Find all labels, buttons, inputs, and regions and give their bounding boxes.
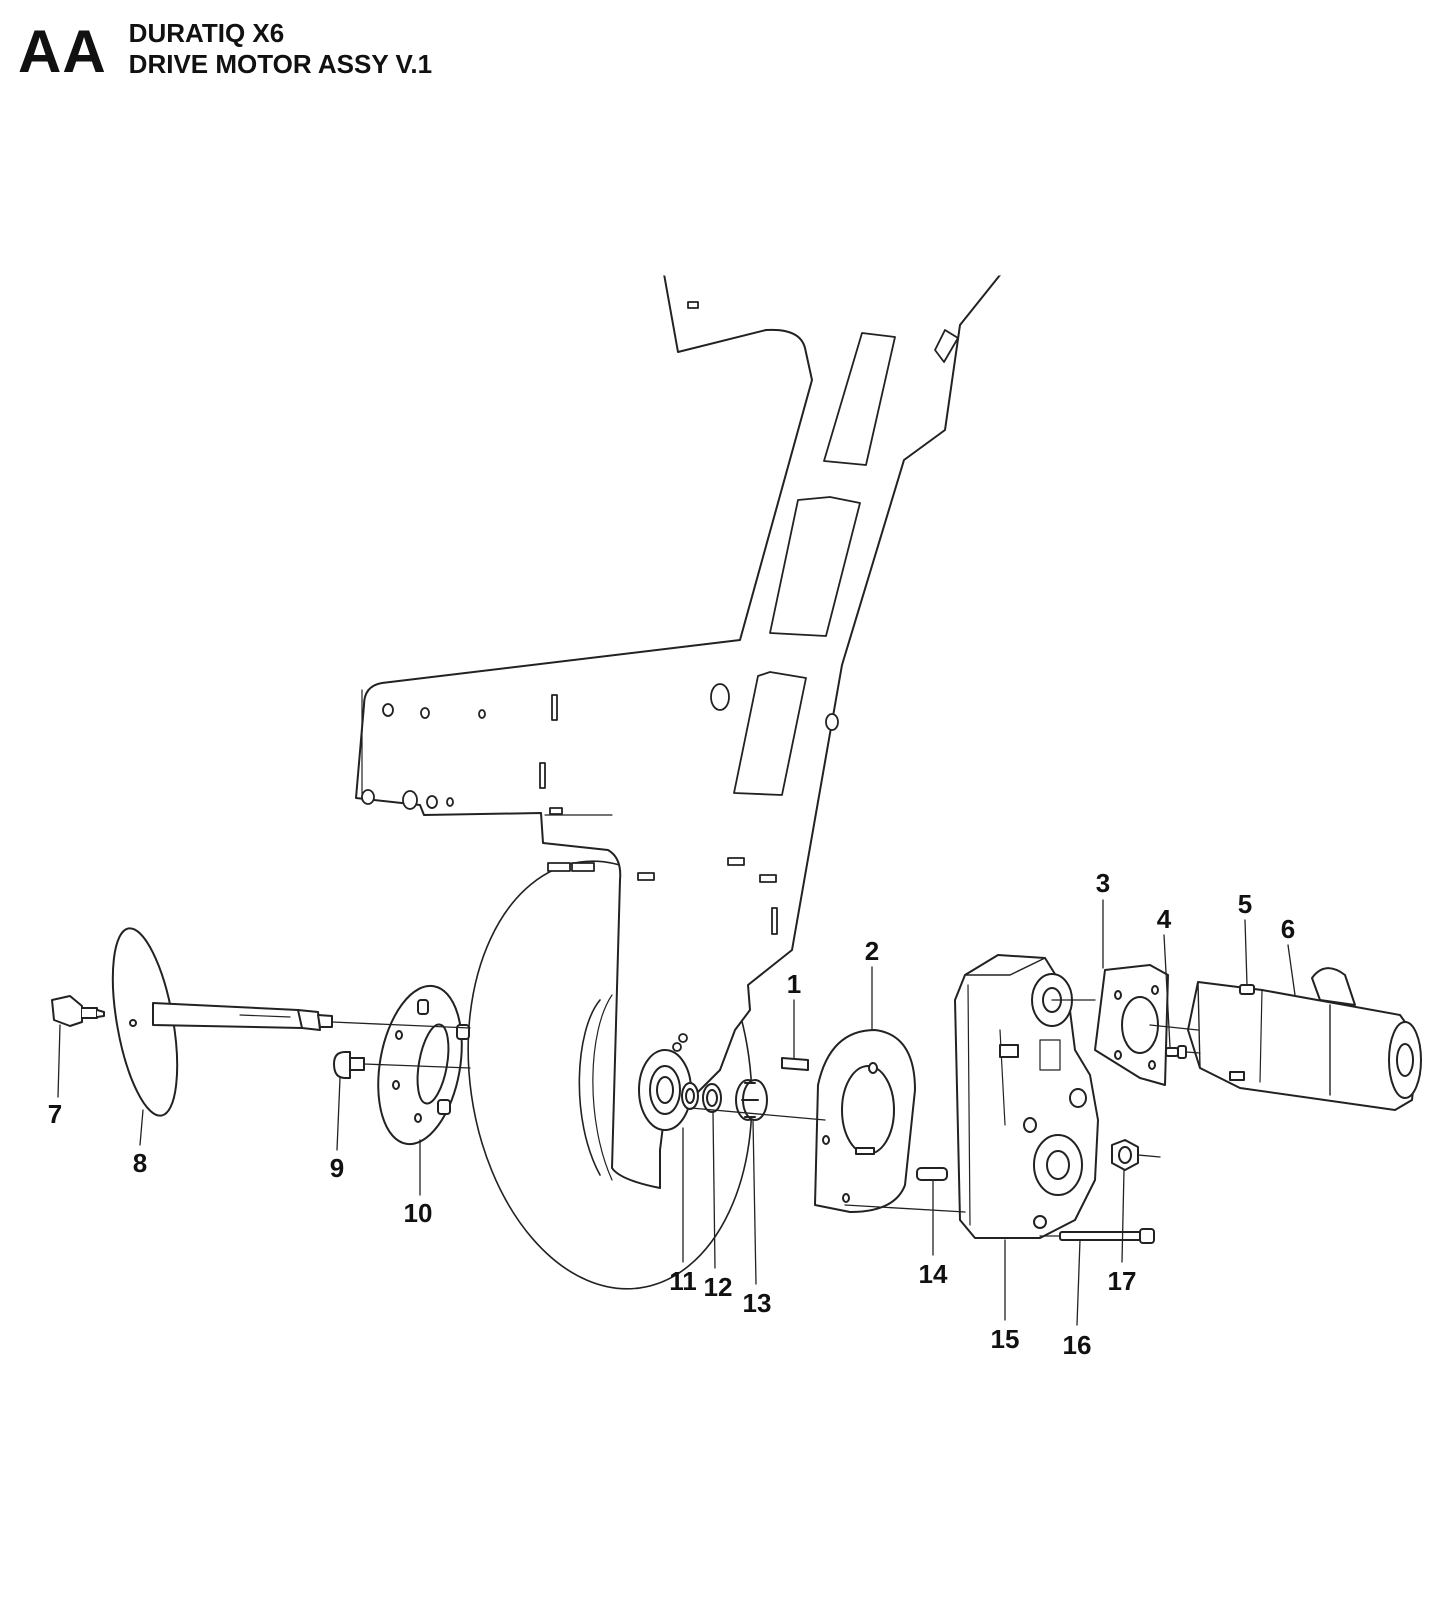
part-13-castle-nut <box>735 1079 768 1121</box>
assembly-name: DRIVE MOTOR ASSY V.1 <box>128 49 433 79</box>
callout-4: 4 <box>1157 904 1172 934</box>
callout-16: 16 <box>1063 1330 1092 1360</box>
diagram-header: AA DURATIQ X6 DRIVE MOTOR ASSY V.1 <box>18 14 432 84</box>
part-7-bolt <box>51 995 105 1027</box>
part-15-gearbox <box>954 954 1099 1239</box>
part-11-bearing <box>638 1049 692 1131</box>
part-17-nut <box>1111 1139 1139 1171</box>
part-14-dowel-pin <box>916 1167 948 1181</box>
callout-11: 11 <box>669 1266 697 1296</box>
leader-lines <box>57 899 1296 1326</box>
part-9-stud-bolt <box>333 1051 365 1079</box>
callout-7: 7 <box>48 1099 62 1129</box>
callout-5: 5 <box>1238 889 1252 919</box>
callout-9: 9 <box>330 1153 344 1183</box>
diagram-titles: DURATIQ X6 DRIVE MOTOR ASSY V.1 <box>129 18 432 80</box>
part-8-axle-shaft <box>111 927 333 1117</box>
callout-14: 14 <box>919 1259 948 1289</box>
assembly-centerlines <box>331 999 1201 1237</box>
callout-17: 17 <box>1108 1266 1137 1296</box>
callout-8: 8 <box>133 1148 147 1178</box>
callout-13: 13 <box>743 1288 772 1318</box>
part-2-mounting-plate <box>814 1029 916 1213</box>
callout-15: 15 <box>991 1324 1020 1354</box>
callout-labels: 1 2 3 4 5 6 7 8 9 10 11 12 13 14 15 16 1… <box>48 868 1295 1360</box>
part-12-washers <box>681 1082 722 1113</box>
callout-6: 6 <box>1281 914 1295 944</box>
part-4-screw <box>1165 1045 1187 1059</box>
callout-3: 3 <box>1096 868 1110 898</box>
part-6-drive-motor <box>1187 967 1422 1111</box>
model-name: DURATIQ X6 <box>128 18 285 48</box>
part-5-screw <box>1239 984 1255 995</box>
callout-10: 10 <box>404 1198 433 1228</box>
callout-2: 2 <box>865 936 879 966</box>
part-16-long-bolt <box>1059 1228 1155 1244</box>
callout-1: 1 <box>787 969 801 999</box>
section-code: AA <box>18 18 107 85</box>
part-1-key <box>781 1057 809 1071</box>
frame-cutouts <box>361 301 959 1052</box>
callout-12: 12 <box>704 1272 733 1302</box>
part-3-adapter-plate <box>1094 964 1169 1086</box>
